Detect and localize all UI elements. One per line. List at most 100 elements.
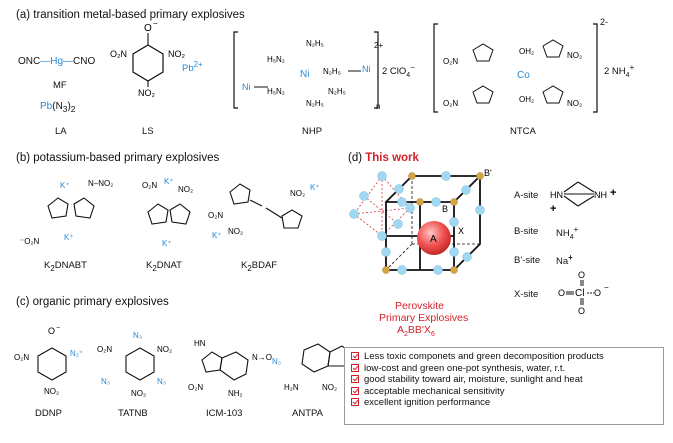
b-site-label: B-site [514, 226, 539, 237]
this-work-label: This work [365, 152, 419, 164]
site-bp-label: B' [484, 168, 492, 178]
nhp-structure: Ni H₅N₂ H₅N₂ N₂H₅ N₂H₅ N₂H₅ N₂H₅ Ni Ni [233, 31, 379, 109]
advantage-text: excellent ignition performance [364, 397, 491, 409]
checkbox-icon [351, 363, 359, 372]
svg-text:OH₂: OH₂ [519, 95, 534, 104]
section-c-title: (c) organic primary explosives [16, 296, 169, 308]
svg-text:NO₂: NO₂ [131, 389, 146, 398]
svg-text:HN: HN [550, 190, 563, 200]
svg-text:O₂N: O₂N [97, 345, 112, 354]
svg-text:O₂N: O₂N [208, 211, 223, 220]
section-d-prefix: (d) [348, 152, 366, 164]
la-formula: Pb(N3)2 [40, 101, 76, 114]
svg-text:NO₂: NO₂ [44, 387, 59, 396]
advantages-box: Less toxic componets and green decomposi… [344, 347, 664, 425]
ntca-counterion: 2 NH4+ [604, 63, 635, 80]
advantage-text: good stability toward air, moisture, sun… [364, 374, 583, 386]
svg-text:K⁺: K⁺ [164, 177, 174, 186]
svg-text:N₂H₅: N₂H₅ [328, 87, 346, 96]
svg-text:O: O [144, 23, 152, 34]
perchlorate-structure: Cl O O O O − [558, 270, 609, 316]
svg-text:NO₂: NO₂ [178, 185, 193, 194]
svg-text:−: − [604, 283, 609, 292]
svg-text:HN: HN [194, 339, 206, 348]
k2bdaf-name: K2BDAF [241, 260, 278, 273]
svg-text:K⁺: K⁺ [212, 231, 222, 240]
a-site-label: A-site [514, 190, 539, 201]
svg-text:N₂⁺: N₂⁺ [70, 349, 83, 358]
advantage-text: low-cost and green one-pot synthesis, wa… [364, 362, 566, 374]
checkbox-icon [351, 386, 359, 395]
section-d-title: (d) This work [348, 152, 419, 164]
svg-text:Ni: Ni [300, 69, 309, 80]
advantage-item: good stability toward air, moisture, sun… [351, 374, 657, 386]
svg-text:NH: NH [594, 190, 607, 200]
ddnp-name: DDNP [35, 408, 62, 419]
svg-text:N₂H₅: N₂H₅ [306, 99, 324, 108]
svg-text:Ni: Ni [362, 64, 371, 74]
svg-text:K⁺: K⁺ [64, 233, 74, 242]
svg-text:N₃: N₃ [272, 357, 281, 366]
perovskite-unit-cell: A B B' X [349, 168, 492, 275]
nhp-charge: 2+ [374, 41, 384, 50]
svg-text:K⁺: K⁺ [162, 239, 172, 248]
advantage-item: excellent ignition performance [351, 397, 657, 409]
site-b-label: B [442, 204, 448, 214]
svg-text:N₃: N₃ [101, 377, 110, 386]
mf-name: MF [53, 80, 67, 91]
svg-text:NH₂: NH₂ [228, 389, 243, 398]
dabco-structure: HN NH + + [550, 181, 616, 214]
advantage-item: acceptable mechanical sensitivity [351, 386, 657, 398]
ls-name: LS [142, 126, 154, 137]
svg-text:K⁺: K⁺ [60, 181, 70, 190]
svg-text:Co: Co [517, 70, 530, 81]
k2dnabt-name: K2DNABT [44, 260, 87, 273]
svg-text:Cl: Cl [575, 288, 584, 299]
svg-text:N₂H₅: N₂H₅ [306, 39, 324, 48]
k2dnat-structure: O₂N NO₂ K⁺ K⁺ [142, 177, 193, 248]
x-site-label: X-site [514, 289, 539, 300]
svg-text:N–NO₂: N–NO₂ [88, 179, 113, 188]
svg-text:O₂N: O₂N [443, 99, 458, 108]
svg-text:+: + [610, 187, 616, 199]
section-a-title: (a) transition metal-based primary explo… [16, 9, 245, 21]
svg-text:O₂N: O₂N [14, 353, 29, 362]
svg-text:O: O [48, 326, 55, 336]
k2dnabt-structure: ⁻O₂N N–NO₂ K⁺ K⁺ [20, 179, 113, 246]
svg-text:NO₂: NO₂ [567, 51, 582, 60]
ls-counterion: Pb2+ [182, 60, 203, 75]
svg-text:⁻O₂N: ⁻O₂N [20, 237, 40, 246]
advantage-item: low-cost and green one-pot synthesis, wa… [351, 363, 657, 375]
svg-text:NO₂: NO₂ [228, 227, 243, 236]
svg-text:−: − [56, 325, 60, 332]
svg-text:N₃: N₃ [157, 377, 166, 386]
svg-text:H₅N₂: H₅N₂ [267, 87, 285, 96]
advantage-item: Less toxic componets and green decomposi… [351, 351, 657, 363]
nhp-counterion: 2 ClO4− [382, 63, 415, 80]
ls-structure: O− O₂N NO₂ NO₂ [110, 20, 186, 98]
svg-text:NO₂: NO₂ [168, 49, 186, 59]
svg-text:NO₂: NO₂ [138, 88, 156, 98]
k2dnat-name: K2DNAT [146, 260, 182, 273]
perovskite-formula: A2BB'X6 [397, 324, 435, 339]
svg-text:K⁺: K⁺ [310, 183, 320, 192]
checkbox-icon [351, 398, 359, 407]
nhp-name: NHP [302, 126, 323, 137]
tatnb-name: TATNB [118, 408, 148, 419]
svg-text:O₂N: O₂N [443, 57, 458, 66]
perovskite-subtitle: Primary Explosives [379, 312, 469, 324]
svg-text:H₅N₂: H₅N₂ [267, 55, 285, 64]
svg-text:N₂H₅: N₂H₅ [323, 67, 341, 76]
svg-text:Ni: Ni [242, 82, 251, 92]
checkbox-icon [351, 352, 359, 360]
ddnp-structure: O− N₂⁺ O₂N NO₂ [14, 325, 83, 396]
svg-text:−: − [153, 20, 158, 28]
nhp-n-subscript: n [376, 102, 381, 111]
svg-text:O: O [594, 288, 601, 298]
tatnb-structure: N₃ NO₂ O₂N N₃ N₃ NO₂ [97, 331, 172, 398]
svg-text:H₂N: H₂N [284, 383, 299, 392]
bp-site-label: B'-site [514, 255, 541, 266]
checkbox-icon [351, 375, 359, 384]
la-name: LA [55, 126, 67, 137]
svg-text:NO₂: NO₂ [290, 189, 305, 198]
